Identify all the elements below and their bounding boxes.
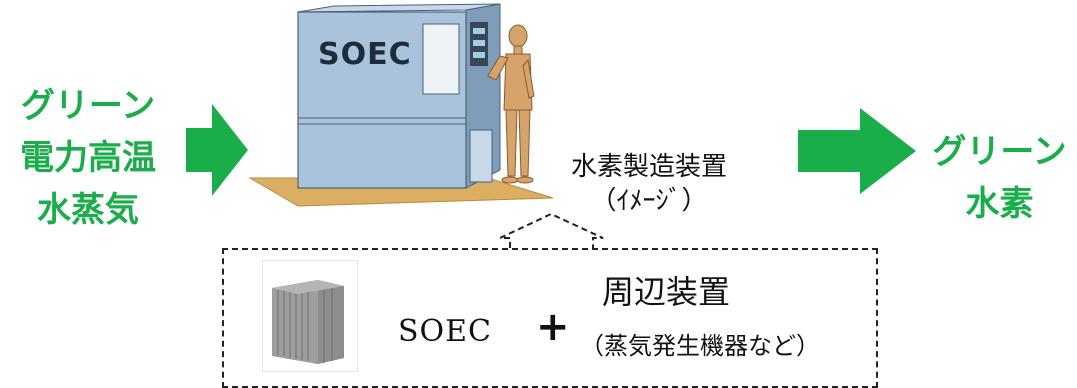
upward-dashed-arrow (500, 212, 604, 248)
input-label-line3: 水蒸気 (37, 190, 139, 230)
device-caption-line2: （ｲﾒｰｼﾞ） (590, 186, 708, 216)
output-label-line1: グリーン (932, 132, 1067, 172)
machine-logo: SOEC (318, 37, 412, 72)
peripheral-subtitle: （蒸気発生機器など） (580, 332, 820, 360)
input-label-line2: 電力高温 (20, 138, 156, 178)
device-caption: 水素製造装置 （ｲﾒｰｼﾞ） (564, 150, 734, 218)
human-figure (487, 24, 535, 184)
output-label-line2: 水素 (965, 184, 1034, 224)
soec-text: SOEC (398, 314, 492, 349)
soec-stack-photo (262, 260, 358, 372)
device-caption-line1: 水素製造装置 (570, 152, 727, 182)
output-label: グリーン 水素 (922, 126, 1077, 230)
plus-sign: + (536, 304, 570, 350)
input-label: グリーン 電力高温 水蒸気 (8, 80, 168, 236)
input-label-line1: グリーン (20, 86, 156, 126)
peripheral-title: 周辺装置 (601, 273, 730, 311)
input-arrow (186, 104, 248, 196)
output-arrow (798, 108, 916, 194)
soec-device-illustration: SOEC (248, 3, 554, 207)
